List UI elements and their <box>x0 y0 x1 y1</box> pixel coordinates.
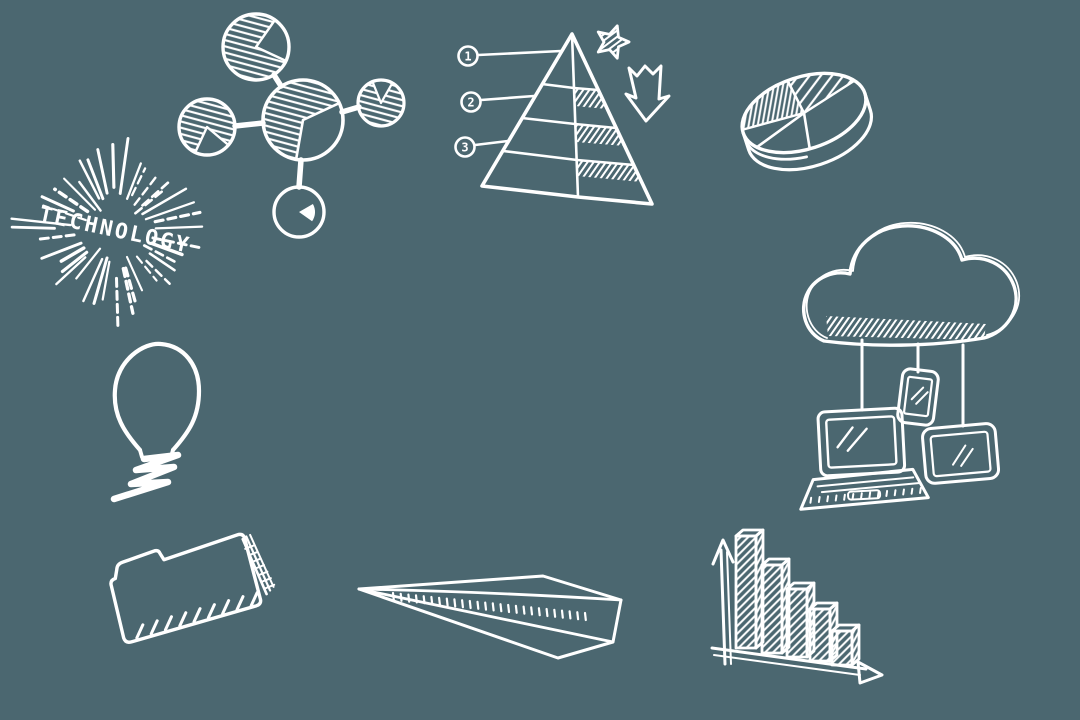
folder-ticks <box>135 591 259 640</box>
pyramid-callout-1: 1 <box>457 45 479 67</box>
callout-number-3: 3 <box>461 141 468 155</box>
pie-network-molecule-icon <box>177 12 406 239</box>
x-axis-arrowhead <box>856 660 884 685</box>
pyramid-levels-icon: 1 2 3 <box>454 24 671 206</box>
bar-2 <box>760 557 791 655</box>
tablet-icon <box>921 422 1001 485</box>
paper-plane-icon <box>357 574 623 660</box>
bar-4 <box>808 601 839 663</box>
callout-number-1: 1 <box>464 50 471 64</box>
pie-node-bottom <box>272 185 326 239</box>
laptop-icon <box>799 406 930 511</box>
pie-node-left <box>177 97 237 157</box>
pie-chart-3d-icon <box>740 71 874 172</box>
cloud-computing-devices <box>799 222 1020 511</box>
callout-number-2: 2 <box>467 96 474 110</box>
laptop-key-ticks <box>809 486 922 504</box>
bar-chart-icon <box>710 528 884 685</box>
pyramid-callout-2: 2 <box>460 91 482 113</box>
pie-node-center <box>261 78 345 162</box>
down-arrow-icon <box>624 64 671 123</box>
bar-5 <box>830 623 861 667</box>
pyramid-callout-3: 3 <box>454 136 476 158</box>
pie-node-right <box>356 78 406 128</box>
plane-fold-ticks <box>391 591 587 622</box>
pie-node-top-left <box>221 12 291 82</box>
technology-rays <box>10 136 204 332</box>
technology-starburst: TECHNOLOGY <box>10 136 204 332</box>
lightbulb-icon <box>110 341 202 503</box>
star-icon <box>596 24 631 60</box>
cloud-icon <box>802 222 1020 347</box>
bar-1 <box>734 528 765 650</box>
smartphone-icon <box>896 367 940 427</box>
folder-icon <box>109 532 276 644</box>
y-axis-arrowhead <box>711 538 735 566</box>
paper-stack-ticks <box>244 544 276 590</box>
